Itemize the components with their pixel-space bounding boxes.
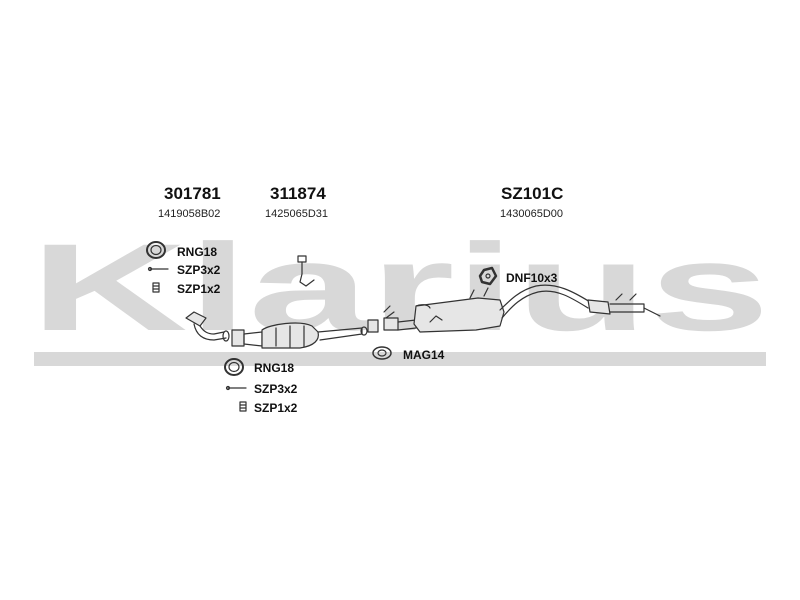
- oe-number-catalyst: 1425065D31: [265, 208, 329, 220]
- part-number-front-pipe[interactable]: 301781: [164, 184, 221, 203]
- spring-icon: [225, 385, 247, 391]
- gasket-icon: [372, 346, 392, 360]
- oe-number-silencer: 1430065D00: [500, 208, 564, 220]
- label-mid-spring[interactable]: SZP3x2: [254, 382, 298, 396]
- spring-icon: [147, 266, 169, 272]
- label-mounting-rubber[interactable]: DNF10x3: [506, 271, 558, 285]
- part-number-catalyst[interactable]: 311874: [270, 184, 326, 203]
- rubber-mount-icon: [478, 266, 498, 286]
- ring-icon: [224, 358, 244, 376]
- ring-icon: [146, 241, 166, 259]
- oe-number-front-pipe: 1419058B02: [158, 208, 221, 220]
- label-gasket[interactable]: MAG14: [403, 348, 445, 362]
- catalyst-part: [231, 255, 368, 349]
- silencer-part: [367, 284, 661, 333]
- label-mid-bolt[interactable]: SZP1x2: [254, 401, 298, 415]
- label-mid-ring[interactable]: RNG18: [254, 361, 295, 375]
- bolt-icon: [239, 401, 247, 412]
- label-front-bolt[interactable]: SZP1x2: [177, 282, 221, 296]
- label-front-spring[interactable]: SZP3x2: [177, 263, 221, 277]
- watermark-underline: [34, 352, 766, 366]
- label-front-ring[interactable]: RNG18: [177, 245, 218, 259]
- part-number-silencer[interactable]: SZ101C: [501, 184, 564, 203]
- bolt-icon: [152, 282, 160, 293]
- front-pipe-part: [185, 311, 230, 342]
